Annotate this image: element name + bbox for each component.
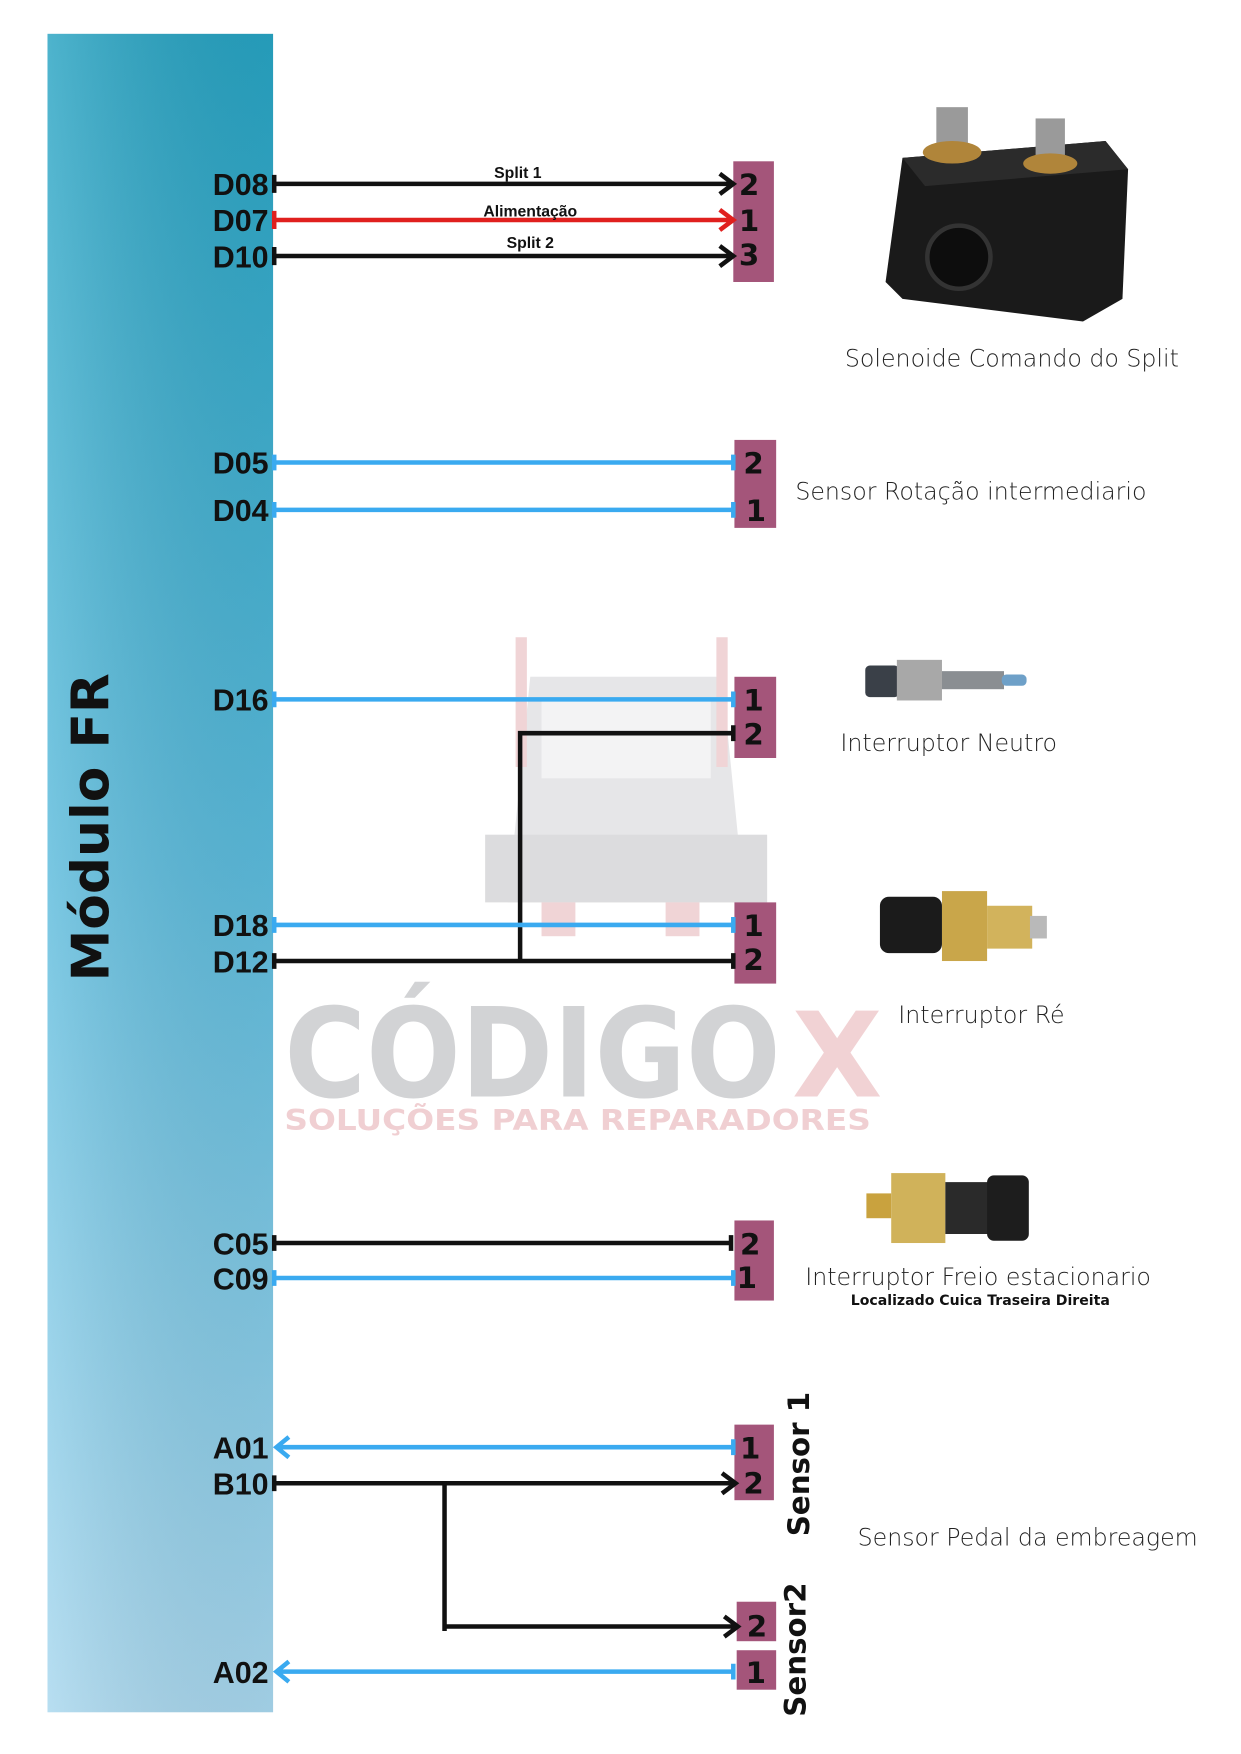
reverse-switch-group: D18 D12 1 2 Interruptor Ré [213, 891, 1065, 1029]
wire-d18 [271, 917, 736, 933]
caption-neutral-switch: Interruptor Neutro [840, 729, 1057, 757]
wire-c09 [271, 1270, 736, 1286]
caption-clutch-sensor: Sensor Pedal da embreagem [858, 1523, 1198, 1551]
neutral-switch-group: D16 1 2 Interruptor Neutro [213, 659, 1057, 962]
parking-brake-switch-group: C05 C09 2 1 Interruptor Freio estacionar… [213, 1173, 1151, 1309]
connector-pin: 2 [743, 447, 763, 481]
module-pin-d04: D04 [213, 494, 269, 528]
connector-pin: 1 [740, 1431, 760, 1465]
module-pin-d07: D07 [213, 204, 269, 238]
wire-d12 [271, 953, 736, 969]
connector-pin: 1 [743, 909, 763, 943]
connector-parking [734, 1220, 774, 1301]
wire-a02 [272, 1659, 736, 1684]
connector-sensor-2-pin-2 [736, 1601, 777, 1642]
wire-d08 [271, 171, 738, 196]
module-pin-d16: D16 [213, 684, 269, 718]
module-pin-a02: A02 [213, 1656, 269, 1690]
connector-neutral [734, 676, 777, 758]
watermark-tagline: SOLUÇÕES PARA REPARADORES [284, 1103, 871, 1137]
module-pin-a01: A01 [213, 1431, 269, 1465]
module-pin-d10: D10 [213, 240, 269, 274]
connector-pin: 1 [737, 1261, 757, 1295]
clutch-sensor-group: A01 B10 A02 1 2 2 1 Sensor 1 Sensor2 Sen… [213, 1392, 1198, 1717]
parking-brake-switch-image [866, 1173, 1029, 1244]
connector-pin: 2 [740, 1227, 760, 1261]
wire-label-split-1: Split 1 [494, 165, 542, 182]
caption-split-solenoid: Solenoide Comando do Split [845, 345, 1179, 373]
connector-pin: 2 [743, 943, 763, 977]
reverse-switch-image [879, 891, 1047, 962]
connector-pin: 2 [743, 717, 763, 751]
connector-pin: 3 [739, 238, 759, 272]
connector-reverse [734, 902, 777, 984]
wire-d10 [271, 244, 738, 269]
module-title: Módulo FR [61, 673, 121, 981]
module-pin-b10: B10 [213, 1468, 269, 1502]
connector-split [733, 161, 774, 282]
connector-sensor-2-pin-1 [736, 1650, 777, 1690]
split-solenoid-group: D08 D07 D10 Split 1 Alimentação Split 2 … [213, 107, 1179, 373]
wire-label-split-2: Split 2 [507, 235, 555, 252]
module-fr: Módulo FR [47, 33, 274, 1713]
module-pin-d12: D12 [213, 945, 269, 979]
caption-reverse-switch: Interruptor Ré [898, 1001, 1064, 1029]
module-pin-d18: D18 [213, 909, 269, 943]
truck-watermark-icon [485, 637, 768, 937]
watermark-brand: CÓDIGO [284, 980, 780, 1126]
wire-d16 [271, 691, 736, 708]
connector-pin: 2 [743, 1466, 763, 1500]
neutral-switch-image [865, 659, 1027, 701]
wire-d04 [271, 501, 736, 518]
wire-b10 [271, 1471, 740, 1496]
wire-a01 [272, 1435, 736, 1460]
caption-parking-brake-switch: Interruptor Freio estacionario [805, 1263, 1151, 1291]
connector-pin: 1 [743, 684, 763, 718]
connector-pin: 1 [746, 1656, 766, 1690]
watermark-brand-x: X [792, 987, 882, 1124]
wire-c05 [271, 1235, 734, 1251]
connector-rotation [734, 439, 777, 528]
watermark: CÓDIGO X SOLUÇÕES PARA REPARADORES [284, 637, 882, 1137]
wire-d07 [271, 207, 738, 232]
sensor-1-label: Sensor 1 [782, 1392, 816, 1537]
module-pin-d08: D08 [213, 168, 269, 202]
connector-pin: 1 [746, 494, 766, 528]
sensor-2-label: Sensor2 [778, 1582, 812, 1716]
connector-pin: 2 [747, 1610, 767, 1644]
solenoid-image [885, 107, 1129, 322]
connector-pin: 2 [739, 168, 759, 202]
wire-d05 [271, 454, 736, 471]
wire-b10-branch [442, 1481, 742, 1639]
module-pin-c09: C09 [213, 1262, 269, 1296]
subcaption-parking-brake-location: Localizado Cuica Traseira Direita [851, 1293, 1110, 1309]
module-pin-c05: C05 [213, 1227, 269, 1261]
rotation-sensor-group: D05 D04 2 1 Sensor Rotação intermediario [213, 439, 1146, 528]
caption-rotation-sensor: Sensor Rotação intermediario [795, 478, 1146, 506]
connector-sensor-1 [734, 1424, 774, 1501]
module-pin-d05: D05 [213, 447, 269, 481]
connector-pin: 1 [739, 204, 759, 238]
wire-label-alimentacao: Alimentação [483, 204, 577, 221]
